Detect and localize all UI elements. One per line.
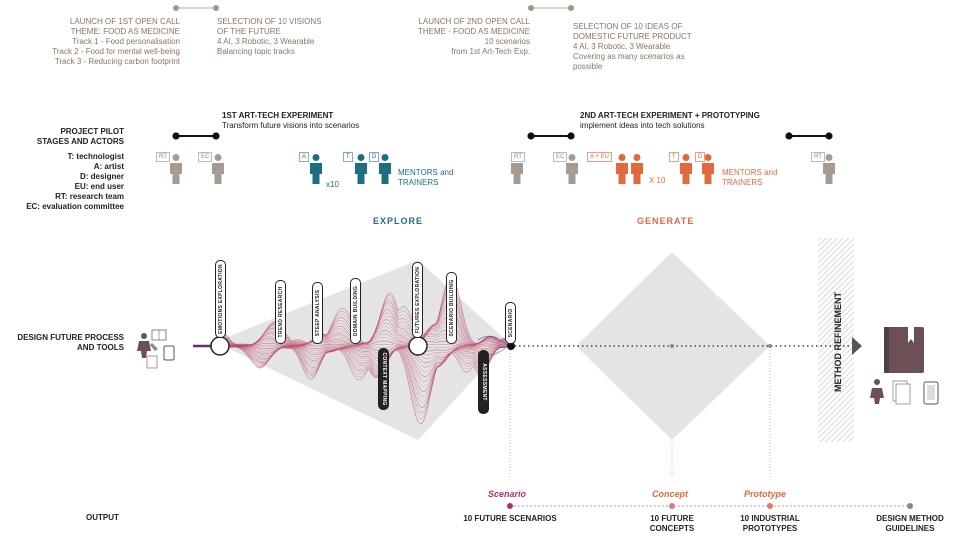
pill-steep-analysis: STEEP ANALYSIS bbox=[312, 282, 323, 344]
ec-label-2: EC bbox=[553, 152, 568, 162]
person-a-2 bbox=[616, 154, 628, 184]
person-rt-3 bbox=[823, 154, 835, 184]
output-concept-word: Concept bbox=[652, 489, 688, 499]
book-icon bbox=[884, 327, 924, 373]
method-refinement-band bbox=[818, 238, 854, 442]
person-t-1 bbox=[355, 154, 367, 184]
pill-scenario: SCENARIO bbox=[505, 302, 516, 344]
person-t-2 bbox=[680, 154, 692, 184]
output-prototype-word: Prototype bbox=[744, 489, 787, 499]
explore-funnel bbox=[215, 260, 508, 440]
person-a-1 bbox=[310, 154, 322, 184]
top-timeline bbox=[173, 5, 574, 11]
a-label-1: A bbox=[299, 152, 310, 162]
pill-emotions-exploration: EMOTIONS EXPLORATION bbox=[215, 260, 226, 338]
ec-label-1: EC bbox=[198, 152, 213, 162]
mult2: X 10 bbox=[649, 176, 666, 185]
phase-explore: EXPLORE bbox=[373, 216, 424, 226]
process-arrow bbox=[852, 337, 862, 355]
pill-down-3: ASSESSMENT bbox=[478, 350, 489, 414]
d-label-1: D bbox=[369, 152, 380, 162]
output-scenario-word: Scenario bbox=[488, 489, 527, 499]
pilot-timeline bbox=[172, 132, 833, 140]
person-d-1 bbox=[379, 154, 391, 184]
output-item-1: 10 FUTURE SCENARIOS bbox=[463, 514, 557, 523]
rt-label-2: RT bbox=[511, 152, 525, 162]
pill-futures-exploration: FUTURES EXPLORATION bbox=[412, 262, 423, 338]
process-dot-scenario bbox=[507, 342, 515, 350]
top-dot-launch2 bbox=[528, 5, 534, 11]
actor-icons bbox=[170, 154, 835, 184]
emotions-node bbox=[210, 336, 230, 356]
d-label-2: D bbox=[695, 152, 706, 162]
rt-label-1: RT bbox=[156, 152, 170, 162]
person-d-2 bbox=[702, 154, 714, 184]
person-rt-1 bbox=[170, 154, 182, 184]
person-ec-1 bbox=[212, 154, 224, 184]
pill-down-1: CONTEXT MAPPING bbox=[378, 348, 389, 410]
right-person-doc-icons bbox=[870, 379, 939, 405]
person-eu-2 bbox=[631, 154, 643, 184]
phase-generate: GENERATE bbox=[637, 216, 695, 226]
person-ec-2 bbox=[566, 154, 578, 184]
method-refinement-label: METHOD REFINEMENT bbox=[833, 292, 843, 392]
aeu-label: A + EU bbox=[587, 152, 612, 162]
pill-trend-research: TREND RESEARCH bbox=[275, 280, 286, 344]
top-dot-selection2 bbox=[568, 5, 574, 11]
t-label-1: T bbox=[343, 152, 353, 162]
rt-label-3: RT bbox=[811, 152, 825, 162]
output-timeline bbox=[507, 503, 913, 509]
explore-wave bbox=[209, 276, 509, 425]
output-row-label: OUTPUT bbox=[86, 513, 119, 522]
left-tools-icons bbox=[137, 329, 175, 369]
pill-domain-building: DOMAIN BUILDING bbox=[350, 278, 361, 344]
mult1: x10 bbox=[326, 180, 339, 189]
pill-scenario-building: SCENARIO BUILDING bbox=[446, 272, 457, 344]
futures-node bbox=[408, 336, 428, 356]
top-dot-selection1 bbox=[213, 5, 219, 11]
t-label-2: T bbox=[669, 152, 679, 162]
top-dot-launch1 bbox=[173, 5, 179, 11]
